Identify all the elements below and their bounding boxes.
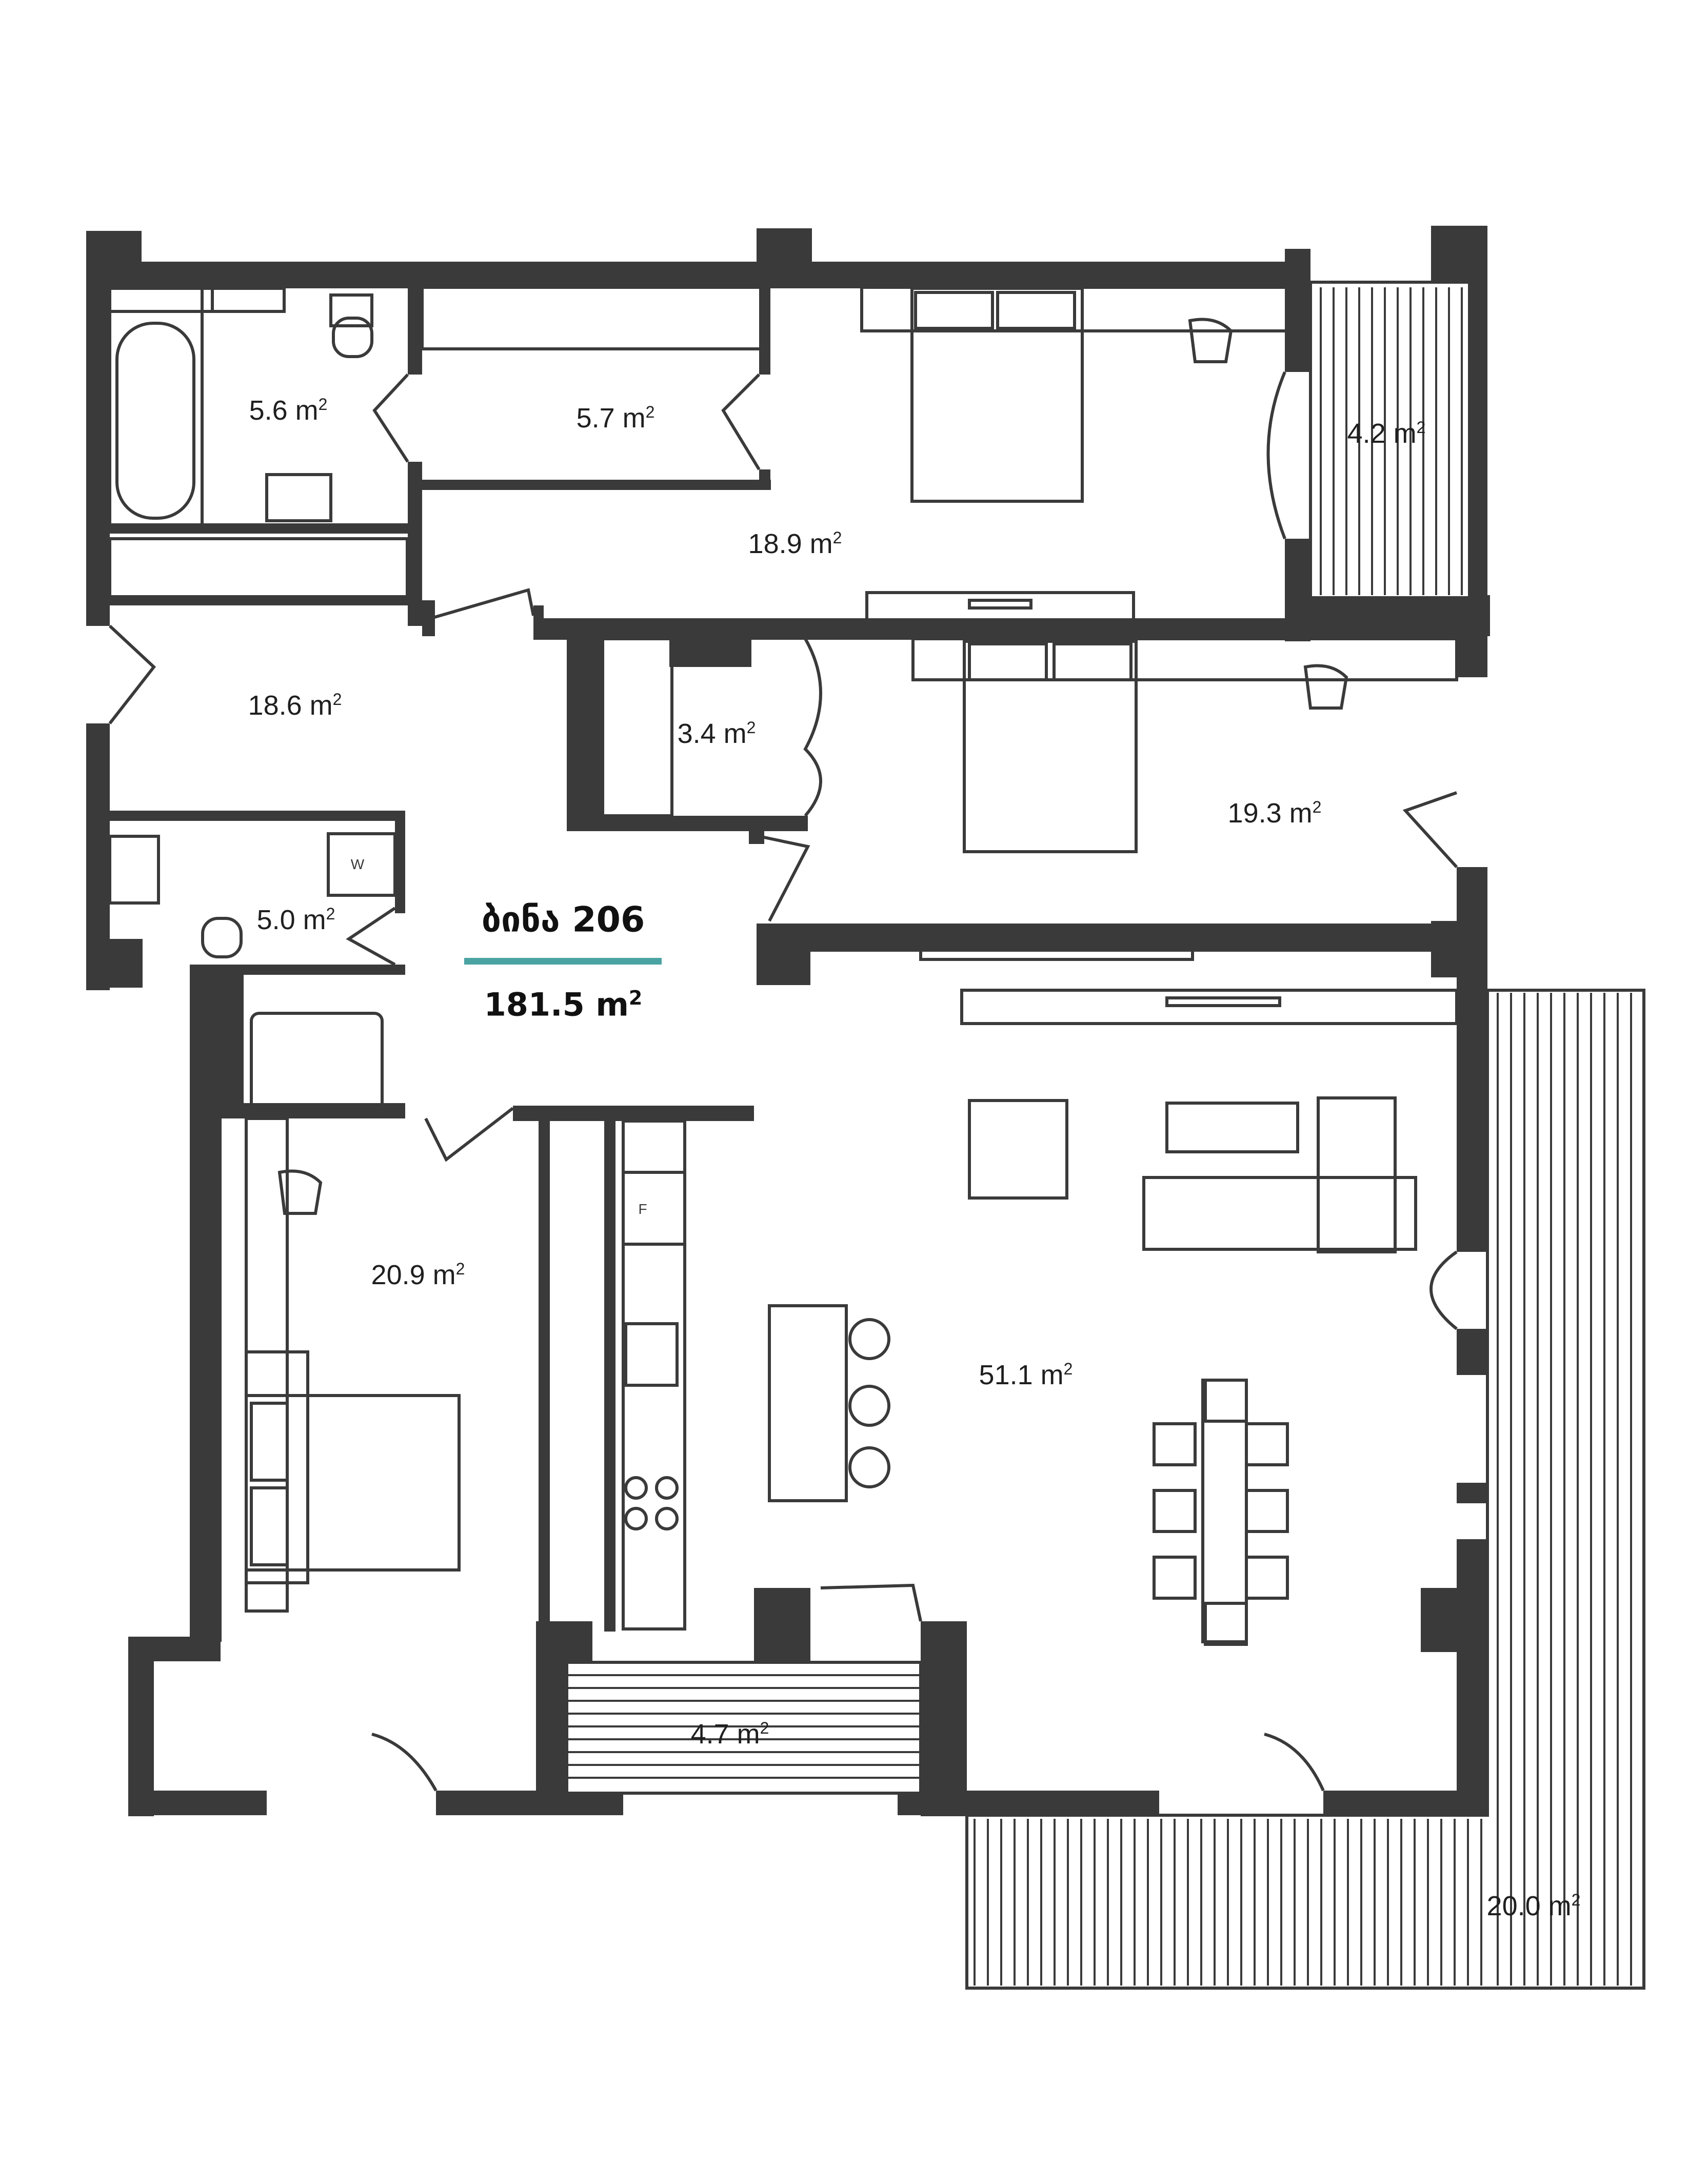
total-area-value: 181.5 m	[484, 986, 629, 1024]
title-underline	[464, 958, 662, 965]
room-area-terrace: 20.0 m2	[1486, 1891, 1581, 1921]
walls	[86, 226, 1490, 1827]
room-area-wardrobe-2: 3.4 m2	[677, 718, 756, 749]
furniture	[108, 286, 1458, 1646]
room-area-wardrobe-1: 5.7 m2	[576, 403, 655, 434]
room-area-hall: 18.6 m2	[248, 690, 342, 721]
balcony-2-deck	[565, 1661, 922, 1795]
fridge-label: F	[638, 1201, 647, 1217]
room-area-bedroom-2: 19.3 m2	[1227, 798, 1322, 829]
room-area-bath-1: 5.6 m2	[249, 395, 328, 426]
room-area-living: 51.1 m2	[979, 1360, 1073, 1390]
total-area: 181.5 m2	[484, 986, 643, 1024]
room-area-bedroom-3: 20.9 m2	[371, 1260, 465, 1290]
terrace-deck	[965, 989, 1645, 1990]
room-area-bath-2: 5.0 m2	[256, 905, 335, 935]
washer-label: W	[350, 856, 365, 872]
room-area-balcony-2: 4.7 m2	[690, 1719, 769, 1750]
room-area-bedroom-1: 18.9 m2	[748, 528, 842, 559]
doors	[108, 371, 1458, 1792]
room-area-balcony-1: 4.2 m2	[1347, 418, 1426, 449]
total-area-unit: 2	[628, 986, 643, 1009]
apartment-name: ბინა 206	[481, 899, 645, 940]
balcony-1-deck	[1309, 281, 1471, 599]
